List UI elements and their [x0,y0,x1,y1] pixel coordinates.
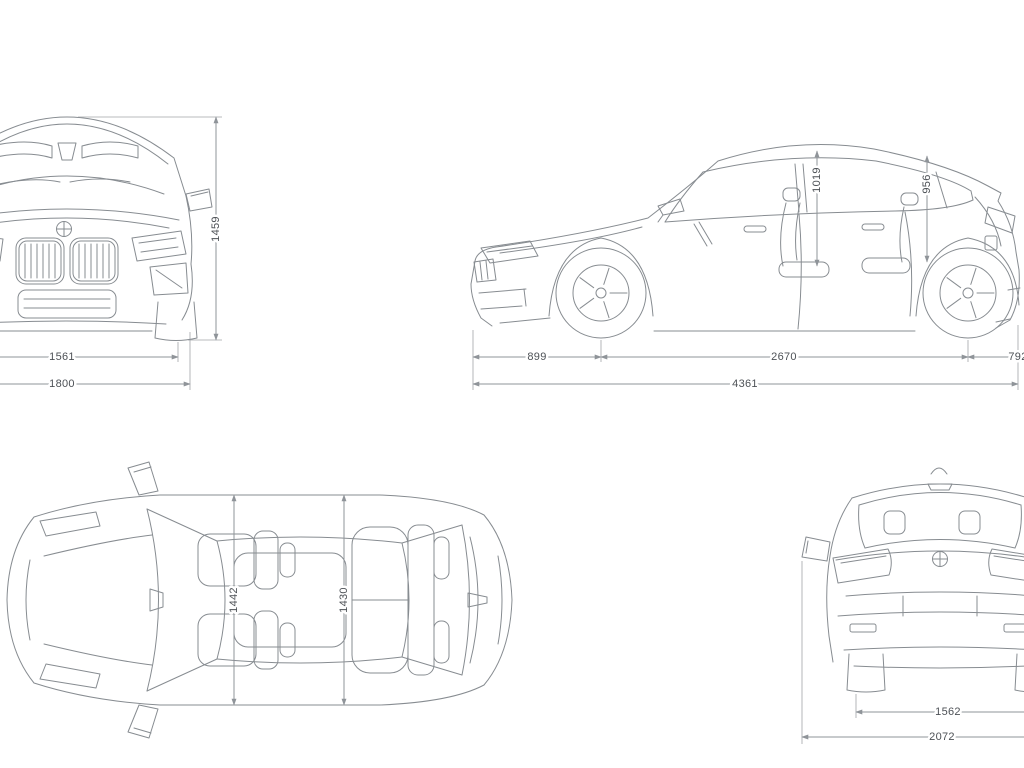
taillight-icon [988,548,1024,581]
antenna-fin-icon [467,592,488,608]
front-wheel-icon [555,247,647,339]
front-overhang-label: 899 [527,351,546,363]
front-seat-icon [197,610,296,670]
top-view-dimensions: 1442 1430 [226,494,353,706]
taillight-icon [832,548,892,584]
side-mirror-icon [127,704,159,739]
headlight-icon [480,240,539,264]
headrest-icon [958,510,981,535]
bmw-roundel-icon [56,221,72,237]
front-seat-icon [778,187,830,278]
headlight-icon [39,663,101,689]
rear-seat-icon [861,192,919,274]
door-handle-icon [743,225,767,233]
rear-interior-width-label: 1430 [338,587,350,613]
front-track-label: 1561 [49,351,75,363]
wheelbase-label: 2670 [771,351,797,363]
door-handle-icon [861,223,885,231]
rear-wheel-icon [922,247,1014,339]
front-interior-width-label: 1442 [228,587,240,613]
bmw-roundel-icon [932,551,948,567]
headlight-icon [131,230,187,262]
rear-headroom-label: 956 [921,174,933,193]
steering-wheel-icon [693,221,713,247]
side-mirror-icon [127,461,159,496]
headrest-icon [883,510,906,535]
front-seat-icon [197,530,296,590]
side-view-drawing [470,144,1021,339]
rear-view-dimensions: 1562 2072 [801,561,1024,746]
rearview-mirror-icon [57,142,77,161]
headlight-icon [39,511,101,537]
side-view-dimensions: 1019 956 899 2670 792 4361 [472,150,1024,393]
sunroof-outline [233,552,347,648]
front-width-label: 1800 [49,378,75,390]
side-mirror-icon [657,198,685,223]
rear-bench-icon [351,524,450,676]
front-headroom-label: 1019 [811,167,823,193]
front-view-drawing [0,116,213,341]
brake-light-icon [927,483,953,491]
top-view-drawing [6,461,513,739]
side-mirror-icon [185,188,213,212]
rearview-mirror-icon [149,588,164,612]
taillight-icon [984,206,1016,234]
rear-width-mirrors-label: 2072 [929,731,955,743]
overall-length-label: 4361 [732,378,758,390]
antenna-fin-icon [930,467,948,475]
kidney-grille-icon [15,237,119,285]
side-mirror-icon [801,536,831,562]
front-height-label: 1459 [210,216,222,242]
rear-overhang-label: 792 [1008,351,1024,363]
rear-view-drawing [801,467,1024,693]
front-view-dimensions: 1459 1561 1800 [0,116,225,393]
rear-track-label: 1562 [935,706,961,718]
